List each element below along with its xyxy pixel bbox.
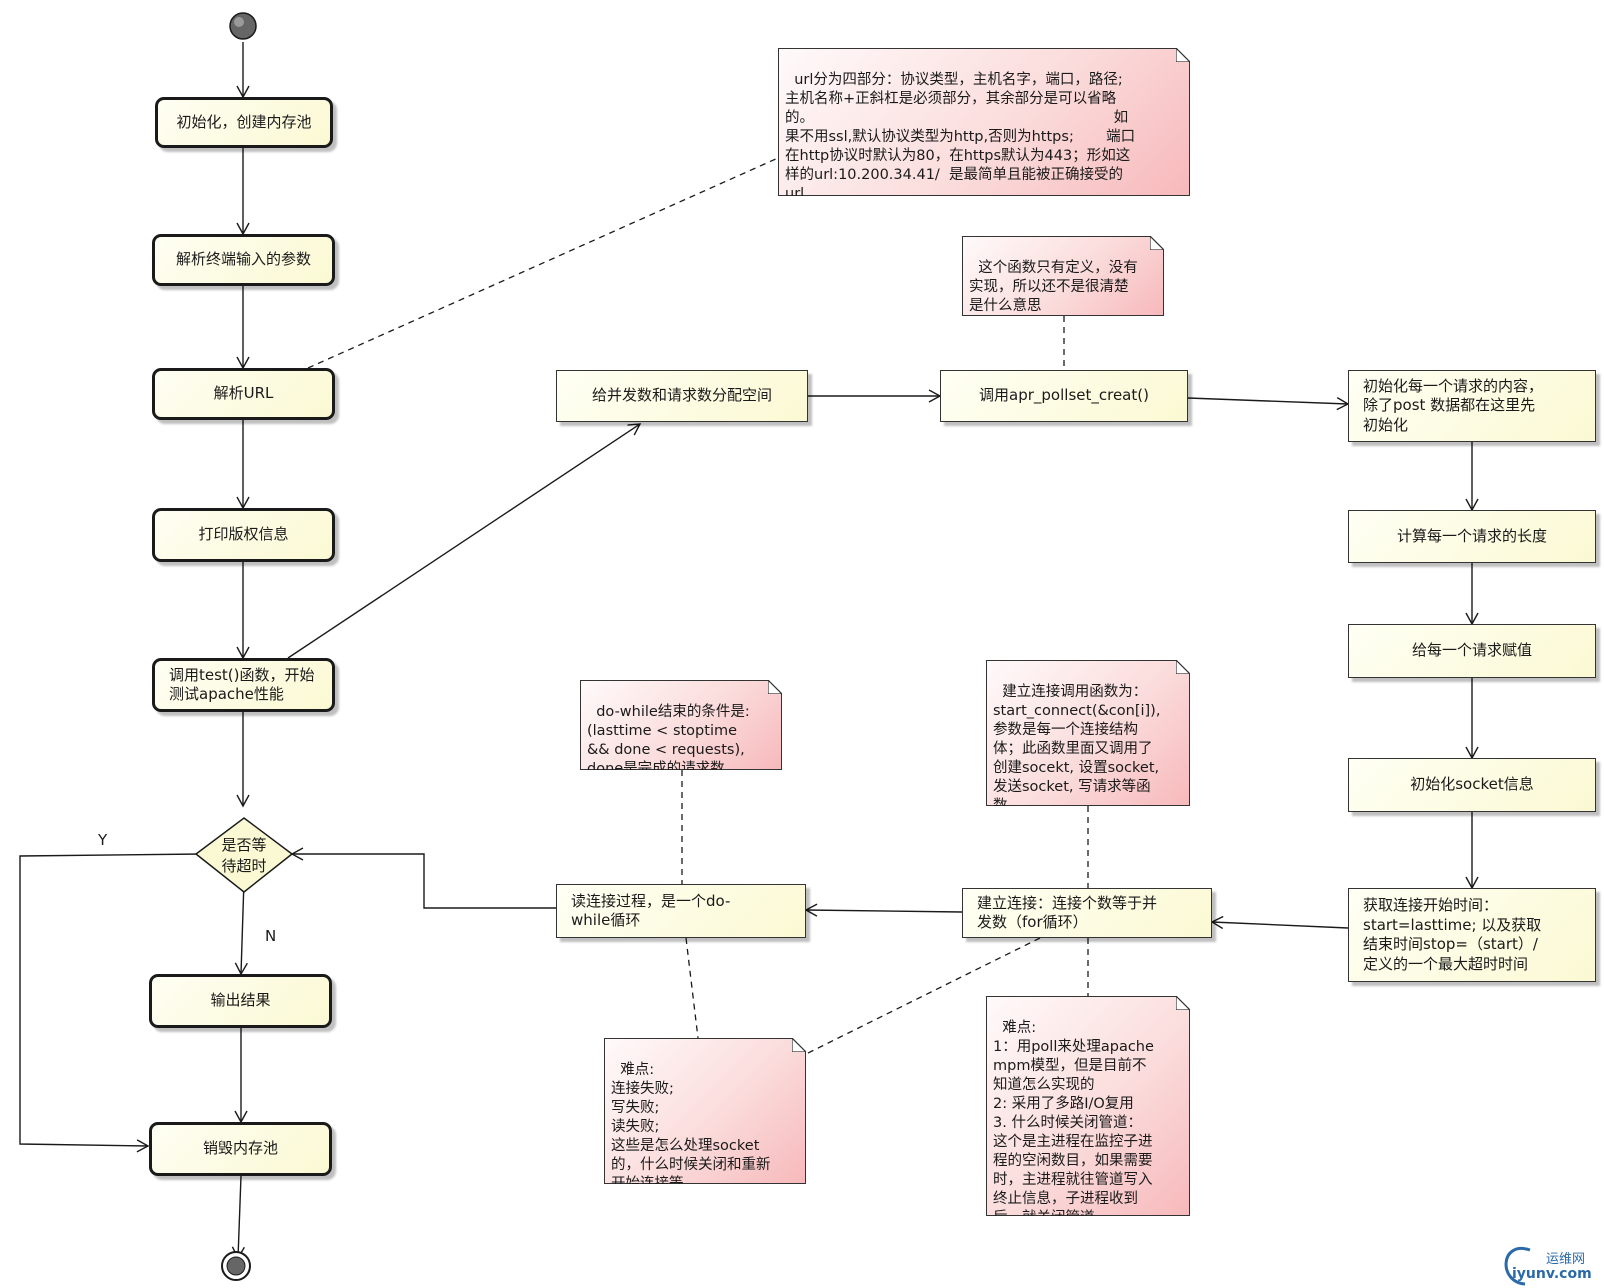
activity-parse-args[interactable]: 解析终端输入的参数: [152, 234, 335, 286]
activity-alloc[interactable]: 给并发数和请求数分配空间: [556, 370, 808, 422]
note-anchor-difficulty-read: [685, 937, 699, 1039]
activity-call-test-label: 调用test()函数，开始 测试apache性能: [169, 665, 315, 704]
branch-label-yes: Y: [98, 831, 108, 849]
watermark-site: iyunv.com: [1512, 1266, 1592, 1282]
note-fold-icon: [1150, 236, 1164, 250]
note-difficulty-read: 难点: 连接失败; 写失败; 读失败; 这些是怎么处理socket 的，什么时候…: [604, 1038, 806, 1184]
note-pollset-text: 这个函数只有定义，没有 实现，所以还不是很清楚 是什么意思: [969, 260, 1138, 314]
activity-print-copyright[interactable]: 打印版权信息: [152, 508, 335, 562]
note-fold-icon: [1176, 48, 1190, 62]
activity-output-label: 输出结果: [210, 991, 271, 1010]
activity-call-test[interactable]: 调用test()函数，开始 测试apache性能: [152, 658, 335, 712]
activity-parse-url[interactable]: 解析URL: [152, 368, 335, 420]
activity-connect[interactable]: 建立连接：连接个数等于并 发数（for循环）: [962, 888, 1212, 938]
activity-get-time-label: 获取连接开始时间： start=lasttime; 以及获取 结束时间stop=…: [1363, 896, 1542, 973]
activity-parse-args-label: 解析终端输入的参数: [175, 250, 311, 269]
activity-pollset[interactable]: 调用apr_pollset_creat(): [940, 370, 1188, 422]
activity-assign-value-label: 给每一个请求赋值: [1411, 641, 1532, 660]
activity-read[interactable]: 读连接过程，是一个do- while循环: [556, 884, 806, 938]
activity-calc-length-label: 计算每一个请求的长度: [1396, 526, 1547, 545]
note-pollset: 这个函数只有定义，没有 实现，所以还不是很清楚 是什么意思: [962, 236, 1164, 316]
flow-arrow-time-connect: [1210, 915, 1349, 930]
flow-arrow-pollset-initreq: [1187, 396, 1350, 411]
note-connect: 建立连接调用函数为： start_connect(&con[i]), 参数是每一…: [986, 660, 1190, 806]
note-dowhile-text: do-while结束的条件是: (lasttime < stoptime && …: [587, 704, 750, 777]
note-difficulty-read-text: 难点: 连接失败; 写失败; 读失败; 这些是怎么处理socket 的，什么时候…: [611, 1062, 771, 1192]
activity-init-label: 初始化，创建内存池: [176, 112, 312, 131]
flow-arrow-connect-read: [804, 903, 963, 917]
activity-get-time[interactable]: 获取连接开始时间： start=lasttime; 以及获取 结束时间stop=…: [1348, 888, 1596, 982]
activity-init-socket-label: 初始化socket信息: [1410, 775, 1534, 794]
branch-label-no: N: [265, 927, 277, 945]
note-dowhile: do-while结束的条件是: (lasttime < stoptime && …: [580, 680, 782, 770]
note-fold-icon: [768, 680, 782, 694]
note-difficulty-poll-text: 难点: 1：用poll来处理apache mpm模型，但是目前不 知道怎么实现的…: [993, 1020, 1154, 1226]
activity-read-label: 读连接过程，是一个do- while循环: [571, 891, 731, 930]
activity-print-copyright-label: 打印版权信息: [198, 525, 289, 544]
flow-arrow-decision-yes: [19, 853, 203, 1153]
note-fold-icon: [1176, 996, 1190, 1010]
activity-connect-label: 建立连接：连接个数等于并 发数（for循环）: [977, 893, 1158, 932]
watermark-logo-icon: [1504, 1247, 1531, 1286]
note-difficulty-poll: 难点: 1：用poll来处理apache mpm模型，但是目前不 知道怎么实现的…: [986, 996, 1190, 1216]
activity-pollset-label: 调用apr_pollset_creat(): [979, 386, 1149, 405]
note-fold-icon: [792, 1038, 806, 1052]
activity-init[interactable]: 初始化，创建内存池: [155, 97, 333, 148]
activity-destroy-label: 销毁内存池: [202, 1139, 278, 1158]
activity-assign-value[interactable]: 给每一个请求赋值: [1348, 624, 1596, 678]
activity-destroy[interactable]: 销毁内存池: [149, 1122, 332, 1176]
note-url-text: url分为四部分：协议类型，主机名字，端口，路径; 主机名称+正斜杠是必须部分，…: [785, 72, 1136, 202]
watermark-name: 运维网: [1546, 1252, 1586, 1267]
start-node: [229, 12, 257, 40]
activity-parse-url-label: 解析URL: [213, 384, 274, 403]
decision-label: 是否等 待超时: [221, 836, 267, 875]
activity-calc-length[interactable]: 计算每一个请求的长度: [1348, 510, 1596, 563]
activity-init-requests-label: 初始化每一个请求的内容， 除了post 数据都在这里先 初始化: [1363, 376, 1544, 434]
note-fold-icon: [1176, 660, 1190, 674]
activity-init-socket[interactable]: 初始化socket信息: [1348, 758, 1596, 812]
activity-output[interactable]: 输出结果: [149, 974, 332, 1028]
activity-init-requests[interactable]: 初始化每一个请求的内容， 除了post 数据都在这里先 初始化: [1348, 370, 1596, 442]
note-connect-text: 建立连接调用函数为： start_connect(&con[i]), 参数是每一…: [993, 684, 1161, 814]
flow-arrow-read-decision: [290, 847, 556, 909]
flow-arrow-test-alloc: [287, 423, 642, 659]
note-anchor-url: [307, 157, 779, 369]
activity-alloc-label: 给并发数和请求数分配空间: [591, 386, 772, 405]
decision-diamond: [194, 817, 294, 893]
flow-arrow-destroy-end: [231, 1175, 246, 1260]
note-url: url分为四部分：协议类型，主机名字，端口，路径; 主机名称+正斜杠是必须部分，…: [778, 48, 1190, 196]
flow-arrow-decision-output: [234, 879, 248, 976]
